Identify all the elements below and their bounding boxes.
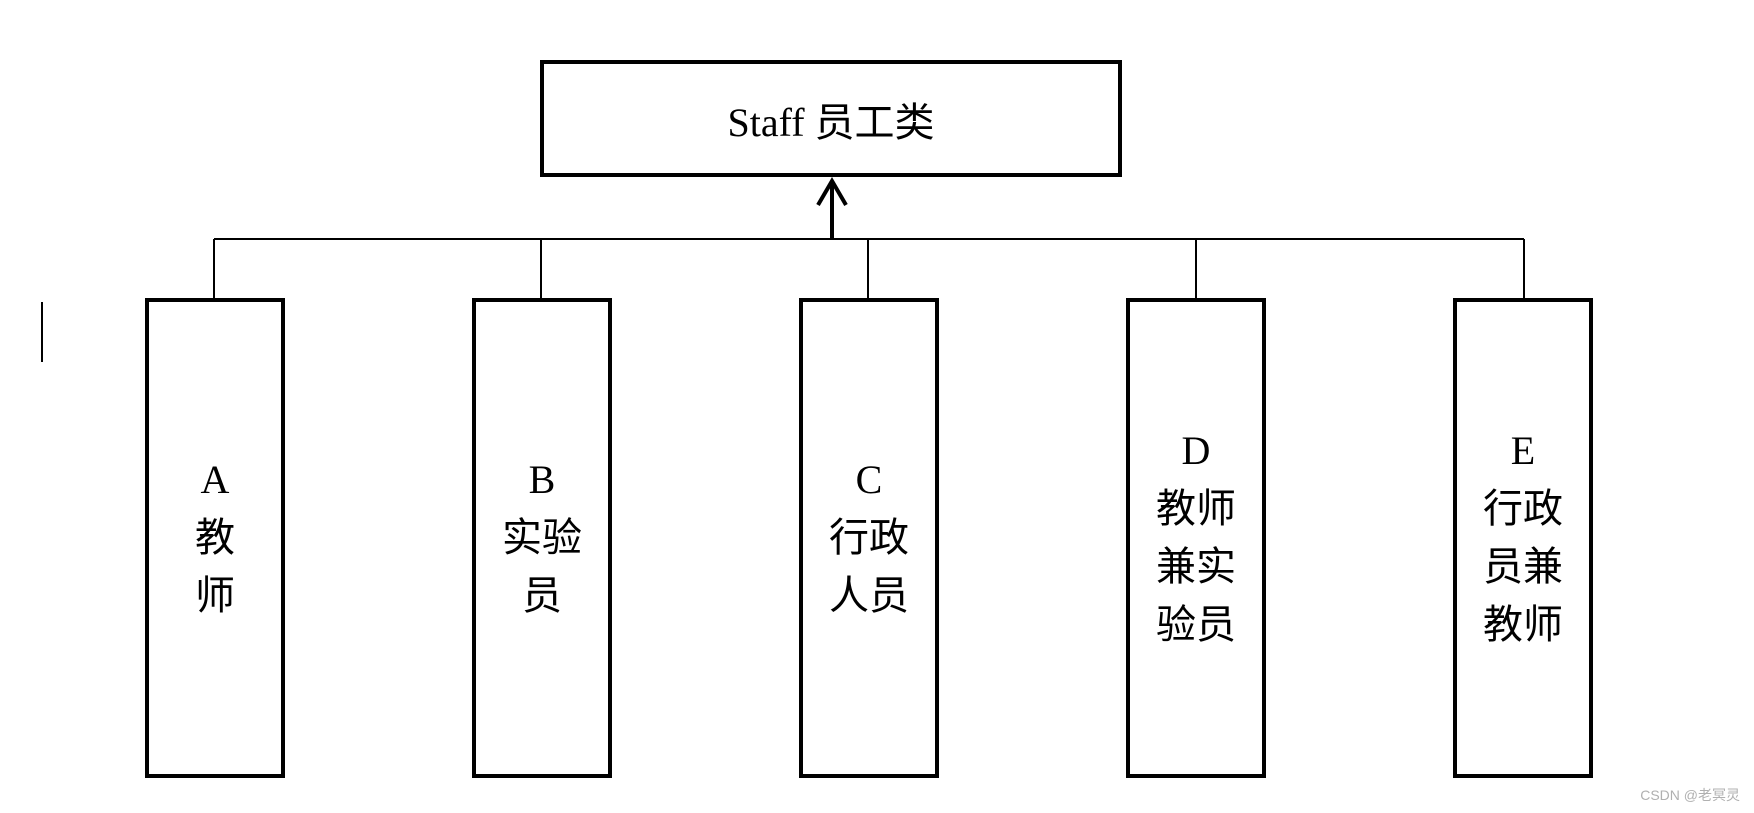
subclass-a-line-2: 教 bbox=[195, 515, 235, 560]
subclass-a-line-3: 师 bbox=[195, 573, 235, 618]
subclass-c-line-1: C bbox=[855, 457, 883, 502]
subclass-e-line-2: 行政 bbox=[1483, 486, 1563, 531]
subclass-e-line-3: 员兼 bbox=[1483, 544, 1563, 589]
subclass-e-line-4: 教师 bbox=[1483, 602, 1563, 647]
subclass-box-a: A 教 师 bbox=[145, 298, 285, 778]
subclass-box-e: E 行政 员兼 教师 bbox=[1453, 298, 1593, 778]
subclass-d-line-2: 教师 bbox=[1156, 486, 1236, 531]
watermark: CSDN @老冥灵 bbox=[1640, 787, 1740, 803]
subclass-d-line-3: 兼实 bbox=[1156, 544, 1236, 589]
subclass-d-line-4: 验员 bbox=[1156, 602, 1236, 647]
subclass-box-d: D 教师 兼实 验员 bbox=[1126, 298, 1266, 778]
arrow-head-icon bbox=[816, 177, 848, 207]
subclass-c-line-2: 行政 bbox=[829, 515, 909, 560]
root-class-label: Staff 员工类 bbox=[727, 99, 935, 145]
subclass-box-c: C 行政 人员 bbox=[799, 298, 939, 778]
subclass-e-line-1: E bbox=[1510, 428, 1536, 473]
subclass-c-line-3: 人员 bbox=[829, 573, 909, 618]
subclass-box-b: B 实验 员 bbox=[472, 298, 612, 778]
subclass-b-line-3: 员 bbox=[522, 573, 562, 618]
subclass-b-line-2: 实验 bbox=[502, 515, 582, 560]
staff-root-class-box: Staff 员工类 bbox=[540, 60, 1122, 177]
subclass-b-line-1: B bbox=[528, 457, 556, 502]
subclass-d-line-1: D bbox=[1181, 428, 1211, 473]
text-cursor bbox=[41, 302, 43, 362]
subclass-a-line-1: A bbox=[200, 457, 230, 502]
